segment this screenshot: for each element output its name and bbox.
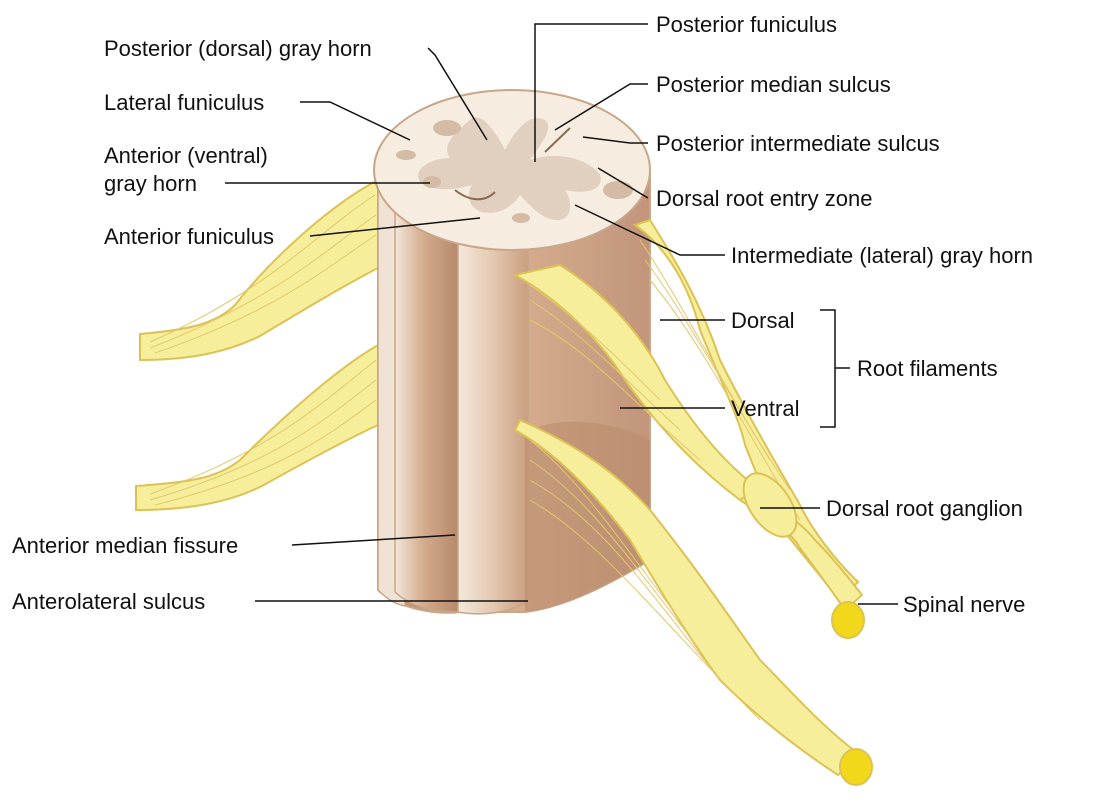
label-dorsal: Dorsal — [731, 308, 795, 333]
cord-anterior-left-column — [395, 190, 458, 612]
gray-matter-spot — [603, 181, 633, 199]
label-dorsal-root-entry-zone: Dorsal root entry zone — [656, 186, 872, 211]
label-anterior-median-fissure: Anterior median fissure — [12, 533, 238, 558]
upper-left-root-bundle — [140, 180, 378, 360]
label-dorsal-root-ganglion: Dorsal root ganglion — [826, 496, 1023, 521]
label-anterior-ventral-line1: Anterior (ventral) — [104, 143, 268, 168]
label-posterior-dorsal-gray-horn: Posterior (dorsal) gray horn — [104, 36, 372, 61]
gray-matter-spot — [423, 176, 441, 188]
lower-spinal-nerve-cut-end — [840, 749, 872, 785]
label-anterolateral-sulcus: Anterolateral sulcus — [12, 589, 205, 614]
label-posterior-intermediate-sulcus: Posterior intermediate sulcus — [656, 131, 940, 156]
cross-section — [374, 90, 650, 250]
cord-anterior-right-column — [458, 230, 528, 614]
root-filaments-bracket — [820, 310, 835, 427]
label-ventral: Ventral — [731, 396, 800, 421]
label-spinal-nerve: Spinal nerve — [903, 592, 1025, 617]
label-root-filaments: Root filaments — [857, 356, 998, 381]
label-posterior-funiculus: Posterior funiculus — [656, 12, 837, 37]
gray-matter-spot — [396, 150, 416, 160]
spinal-nerve-cut-end — [832, 602, 864, 638]
label-posterior-median-sulcus: Posterior median sulcus — [656, 72, 891, 97]
gray-matter-spot — [433, 120, 461, 136]
gray-matter-spot — [512, 213, 530, 223]
label-anterior-funiculus: Anterior funiculus — [104, 224, 274, 249]
label-anterior-ventral-line2: gray horn — [104, 171, 197, 196]
label-lateral-funiculus: Lateral funiculus — [104, 90, 264, 115]
label-intermediate-lateral-gray-horn: Intermediate (lateral) gray horn — [731, 243, 1033, 268]
